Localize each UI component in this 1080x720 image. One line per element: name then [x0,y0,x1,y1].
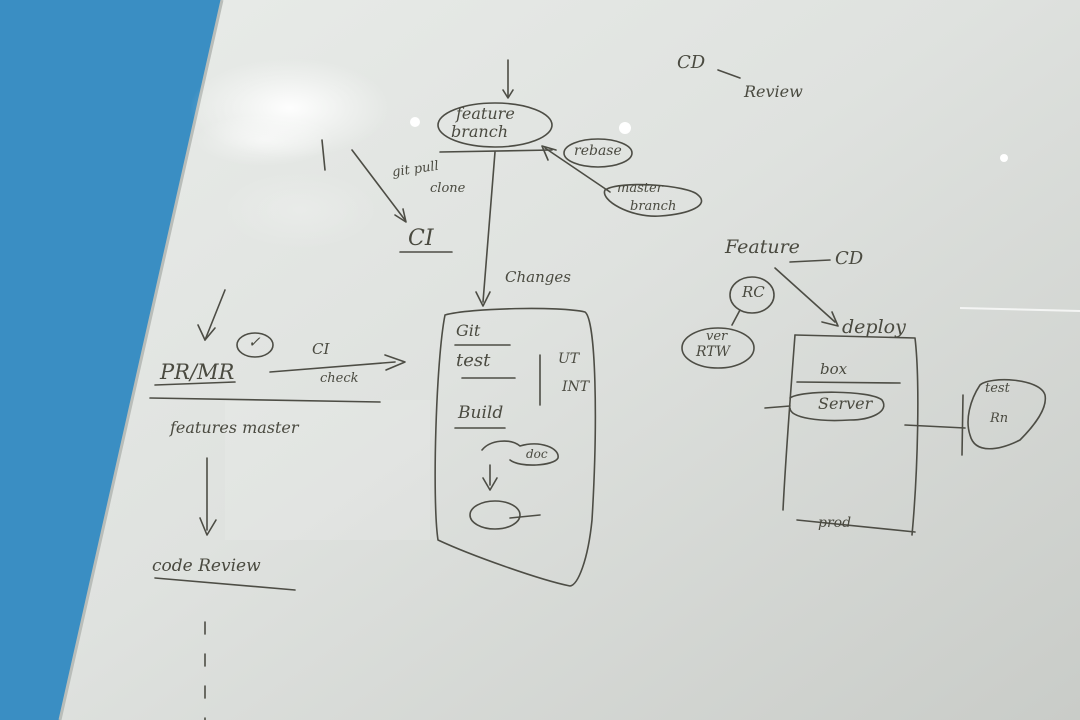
rtw-label: RTW [696,344,731,360]
feature-branch-label-line2: branch [451,122,508,141]
feature-label: Feature [725,236,800,258]
master-branch-label-line1: master [617,181,663,196]
ci-check-label-line1: CI [312,340,330,358]
cd-label: CD [677,52,706,73]
ut-label: UT [558,351,580,367]
box-label: box [820,360,848,378]
int-label: INT [562,379,590,395]
server-label: Server [818,394,873,413]
git-pull-label: git pull [391,158,440,181]
feature-branch-label-line1: feature [456,104,515,123]
ci-check-label-line2: check [320,371,359,386]
prod-label: prod [818,515,852,531]
cd-label-2: CD [835,248,864,269]
rebase-label: rebase [574,143,622,159]
test-label: test [456,350,491,371]
deploy-label: deploy [842,316,906,338]
master-branch-label-line2: branch [630,199,677,214]
rc-label: RC [742,283,765,301]
check-mark: ✓ [248,333,261,351]
code-review-label: code Review [152,556,261,576]
review-label: Review [744,82,803,101]
test-rn-label-line2: Rn [990,411,1009,426]
clone-label: clone [430,181,466,196]
git-label: Git [456,321,481,340]
changes-label: Changes [505,268,571,286]
doc-label: doc [526,447,548,461]
features-master-label: features master [170,418,299,437]
test-rn-label-line1: test [985,381,1010,396]
build-label: Build [458,403,504,423]
pr-mr-label: PR/MR [160,360,235,384]
ci-label: CI [408,226,434,251]
ver-label: ver [706,329,728,344]
